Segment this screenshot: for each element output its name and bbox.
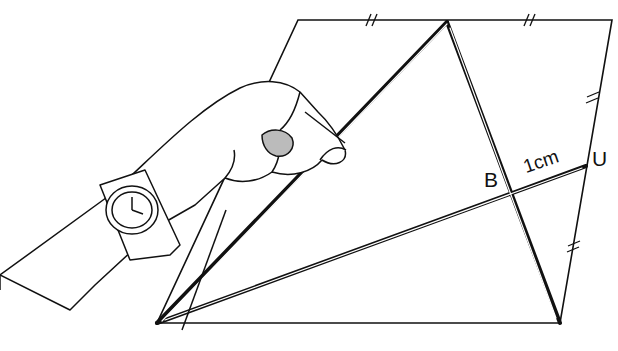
tick-marks <box>366 14 599 252</box>
dimension-label: 1cm <box>521 146 561 176</box>
point-label: U <box>592 148 607 169</box>
hand-drawing <box>0 82 346 330</box>
point-label: B <box>483 169 499 190</box>
